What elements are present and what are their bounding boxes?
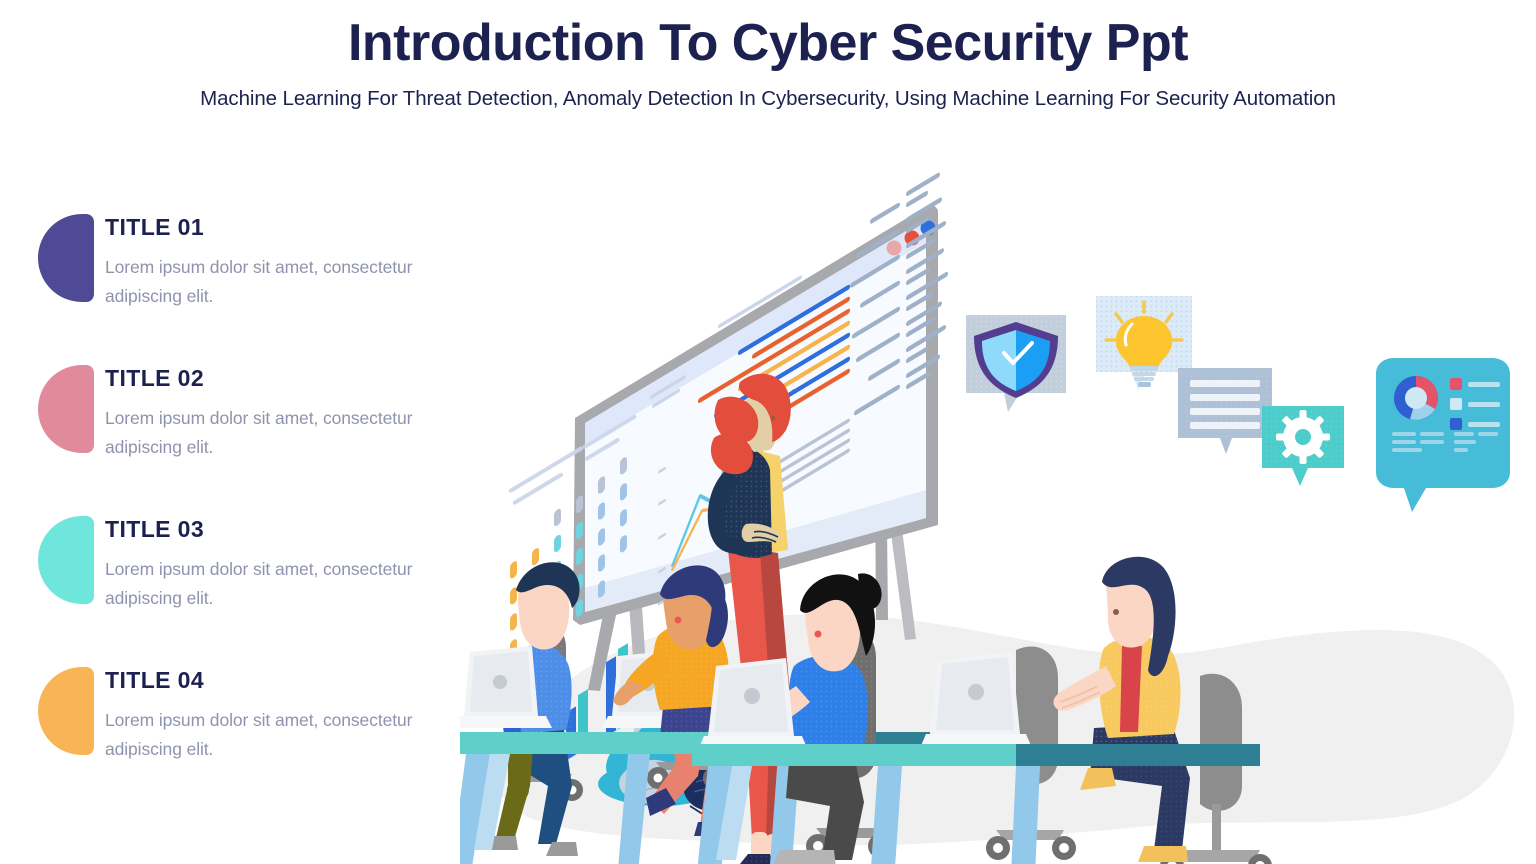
workstation-front — [692, 556, 1272, 864]
bullet-title-04: TITLE 04 — [105, 667, 205, 693]
bullet-content-02: TITLE 02 Lorem ipsum dolor sit amet, con… — [105, 367, 455, 462]
list-item[interactable]: TITLE 02 Lorem ipsum dolor sit amet, con… — [38, 357, 458, 508]
list-item[interactable]: TITLE 01 Lorem ipsum dolor sit amet, con… — [38, 206, 458, 357]
training-room-illustration — [460, 150, 1530, 864]
bullet-title-02: TITLE 02 — [105, 365, 205, 391]
analytics-report-icon — [1376, 358, 1510, 512]
bullet-desc-04: Lorem ipsum dolor sit amet, consectetur … — [105, 710, 413, 760]
bullet-marker-03 — [38, 516, 94, 604]
board-sidebar-list — [850, 172, 948, 416]
shield-check-icon — [966, 315, 1066, 412]
lightbulb-icon — [1096, 296, 1192, 390]
bullet-desc-03: Lorem ipsum dolor sit amet, consectetur … — [105, 559, 413, 609]
bullet-desc-01: Lorem ipsum dolor sit amet, consectetur … — [105, 257, 413, 307]
bullet-content-03: TITLE 03 Lorem ipsum dolor sit amet, con… — [105, 518, 455, 613]
page-subtitle: Machine Learning For Threat Detection, A… — [200, 86, 1336, 110]
page-title: Introduction To Cyber Security Ppt — [347, 14, 1189, 72]
window-dot-1 — [886, 240, 902, 256]
board-chart-left — [508, 414, 637, 505]
list-item[interactable]: TITLE 04 Lorem ipsum dolor sit amet, con… — [38, 659, 458, 810]
slide-header: Introduction To Cyber Security Ppt Machi… — [0, 0, 1536, 111]
bullet-desc-02: Lorem ipsum dolor sit amet, consectetur … — [105, 408, 413, 458]
gear-icon — [1262, 406, 1344, 486]
bullet-title-03: TITLE 03 — [105, 516, 205, 542]
bullet-marker-01 — [38, 214, 94, 302]
bullet-title-01: TITLE 01 — [105, 214, 205, 240]
bullet-content-04: TITLE 04 Lorem ipsum dolor sit amet, con… — [105, 669, 455, 764]
bullet-content-01: TITLE 01 Lorem ipsum dolor sit amet, con… — [105, 216, 455, 311]
bullet-list: TITLE 01 Lorem ipsum dolor sit amet, con… — [38, 206, 458, 810]
list-item[interactable]: TITLE 03 Lorem ipsum dolor sit amet, con… — [38, 508, 458, 659]
chat-lines-icon — [1178, 368, 1272, 454]
laptop — [460, 646, 552, 728]
bullet-marker-04 — [38, 667, 94, 755]
bullet-marker-02 — [38, 365, 94, 453]
